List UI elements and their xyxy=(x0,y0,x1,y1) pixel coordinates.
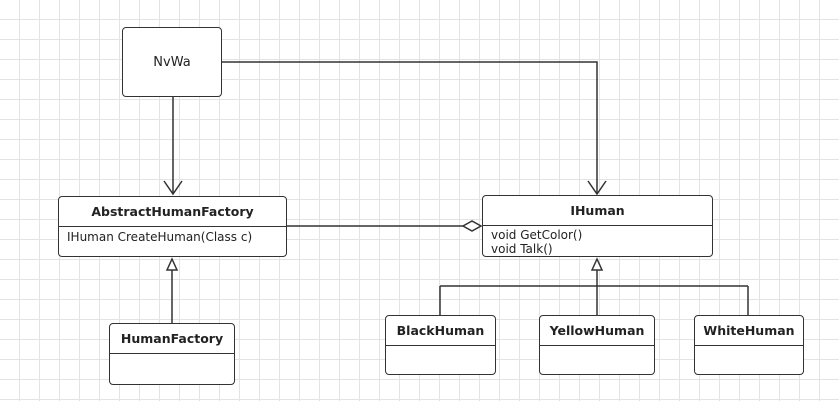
yellow-human-name: YellowHuman xyxy=(540,316,654,346)
abstract-human-factory-name: AbstractHumanFactory xyxy=(59,197,286,227)
method-create-human: IHuman CreateHuman(Class c) xyxy=(67,230,253,244)
humanfactory-inheritance-arrow xyxy=(165,257,179,323)
abstract-human-factory-class[interactable]: AbstractHumanFactory IHuman CreateHuman(… xyxy=(58,196,287,257)
black-human-body xyxy=(386,346,495,352)
abstract-human-factory-methods: IHuman CreateHuman(Class c) xyxy=(59,227,286,247)
ihuman-interface[interactable]: IHuman void GetColor() void Talk() xyxy=(482,195,713,257)
nvwa-to-ihuman-arrow xyxy=(222,61,607,196)
yellow-human-class[interactable]: YellowHuman xyxy=(539,315,655,375)
yellow-human-body xyxy=(540,346,654,352)
nvwa-class[interactable]: NvWa xyxy=(122,27,222,97)
white-human-name: WhiteHuman xyxy=(695,316,803,346)
nvwa-to-factory-arrow xyxy=(163,97,183,196)
human-factory-body xyxy=(110,354,234,360)
human-factory-class[interactable]: HumanFactory xyxy=(109,323,235,385)
white-human-class[interactable]: WhiteHuman xyxy=(694,315,804,375)
method-talk: void Talk() xyxy=(491,242,553,256)
method-get-color: void GetColor() xyxy=(491,228,583,242)
black-human-class[interactable]: BlackHuman xyxy=(385,315,496,375)
human-factory-name: HumanFactory xyxy=(110,324,234,354)
ihuman-name: IHuman xyxy=(483,196,712,226)
white-human-body xyxy=(695,346,803,352)
ihuman-methods: void GetColor() void Talk() xyxy=(483,226,712,256)
factory-ihuman-aggregation xyxy=(287,220,483,232)
nvwa-class-name: NvWa xyxy=(153,54,191,70)
black-human-name: BlackHuman xyxy=(386,316,495,346)
ihuman-implementation-tree xyxy=(439,257,749,315)
